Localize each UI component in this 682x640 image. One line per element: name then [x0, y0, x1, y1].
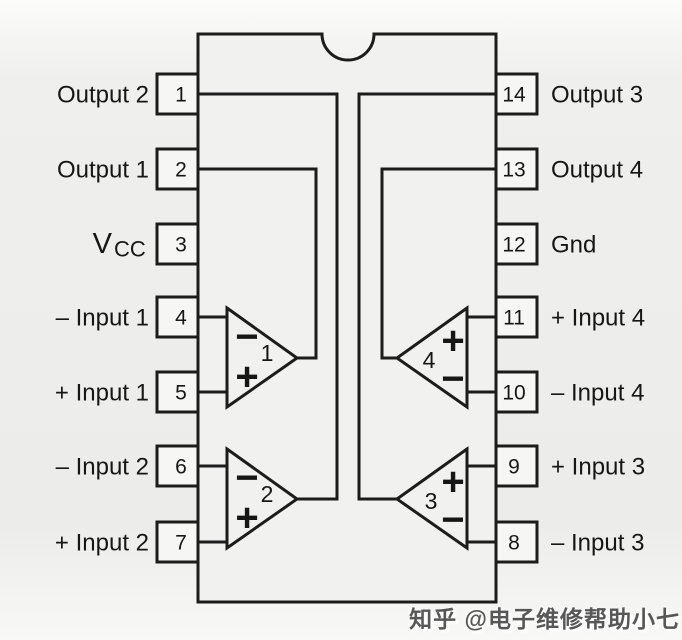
opamp-2-plus-icon: + [235, 496, 258, 540]
pin-number-11: 11 [503, 307, 525, 330]
pin-number-2: 2 [175, 159, 187, 182]
opamp-3-minus-icon: − [441, 498, 464, 542]
watermark-text: 知乎 @电子维修帮助小七 [409, 606, 680, 632]
pin-number-12: 12 [502, 234, 525, 257]
pin-label-vcc-cc: CC [114, 237, 146, 262]
opamp-1-plus-icon: + [235, 355, 258, 399]
opamp-2-minus-icon: − [235, 456, 258, 500]
pin-box-5 [155, 370, 200, 414]
pin-label-output-1: Output 1 [57, 157, 149, 184]
pin-box-10 [494, 370, 539, 414]
wire-pin1-to-opamp2 [198, 92, 339, 501]
ic-body-outline [196, 32, 498, 604]
pin-box-7 [155, 520, 200, 564]
opamp-2-triangle [225, 446, 300, 551]
pin-label-minus-input-2: – Input 2 [56, 454, 149, 481]
pin-number-14: 14 [502, 84, 526, 107]
opamp-4-plus-icon: + [441, 319, 464, 363]
pin-number-13: 13 [502, 159, 525, 182]
wire-pin2-to-opamp1 [198, 167, 318, 360]
pin-label-minus-input-3: – Input 3 [551, 530, 644, 557]
pin-label-plus-input-3: + Input 3 [551, 454, 645, 481]
pin-box-13 [494, 147, 539, 191]
opamp-4-triangle [394, 305, 469, 410]
pin-number-10: 10 [502, 382, 525, 405]
pin-number-9: 9 [508, 456, 520, 479]
opamp-1-number: 1 [261, 340, 274, 366]
pin-label-output-2: Output 2 [57, 82, 149, 109]
pin-number-1: 1 [175, 84, 187, 107]
pin-box-9 [494, 444, 539, 488]
pin-number-8: 8 [508, 532, 520, 555]
opamp-1-triangle [225, 305, 300, 410]
pin-label-minus-input-4: – Input 4 [551, 380, 644, 407]
wire-pin14-to-opamp3 [357, 92, 496, 501]
pin-number-7: 7 [175, 532, 187, 555]
pin-number-3: 3 [175, 234, 187, 257]
pin-box-12 [494, 222, 539, 266]
opamp-4-number: 4 [423, 347, 436, 373]
pin-number-6: 6 [175, 456, 187, 479]
opamp-3-number: 3 [425, 488, 438, 514]
pin-label-plus-input-2: + Input 2 [55, 530, 149, 557]
pin-box-2 [155, 147, 200, 191]
pin-label-output-3: Output 3 [551, 82, 643, 109]
pin-label-output-4: Output 4 [551, 157, 643, 184]
opamp-3-triangle [394, 446, 469, 551]
opamp-4-minus-icon: − [441, 357, 464, 401]
pin-box-8 [494, 520, 539, 564]
pin-box-6 [155, 444, 200, 488]
pin-label-vcc-v: V [93, 228, 113, 260]
wire-pin13-to-opamp4 [380, 167, 496, 360]
pin-number-5: 5 [175, 382, 187, 405]
pin-box-11 [494, 295, 539, 339]
pin-box-4 [155, 295, 200, 339]
opamp-1-minus-icon: − [235, 315, 258, 359]
pin-label-plus-input-1: + Input 1 [55, 380, 149, 407]
pin-label-gnd: Gnd [551, 232, 596, 259]
pin-number-4: 4 [175, 307, 187, 330]
pin-label-minus-input-1: – Input 1 [56, 305, 149, 332]
pin-box-1 [155, 72, 200, 116]
pin-box-3 [155, 222, 200, 266]
opamp-3-plus-icon: + [441, 460, 464, 504]
pin-box-14 [494, 72, 539, 116]
pin-label-plus-input-4: + Input 4 [551, 305, 645, 332]
opamp-2-number: 2 [261, 481, 274, 507]
